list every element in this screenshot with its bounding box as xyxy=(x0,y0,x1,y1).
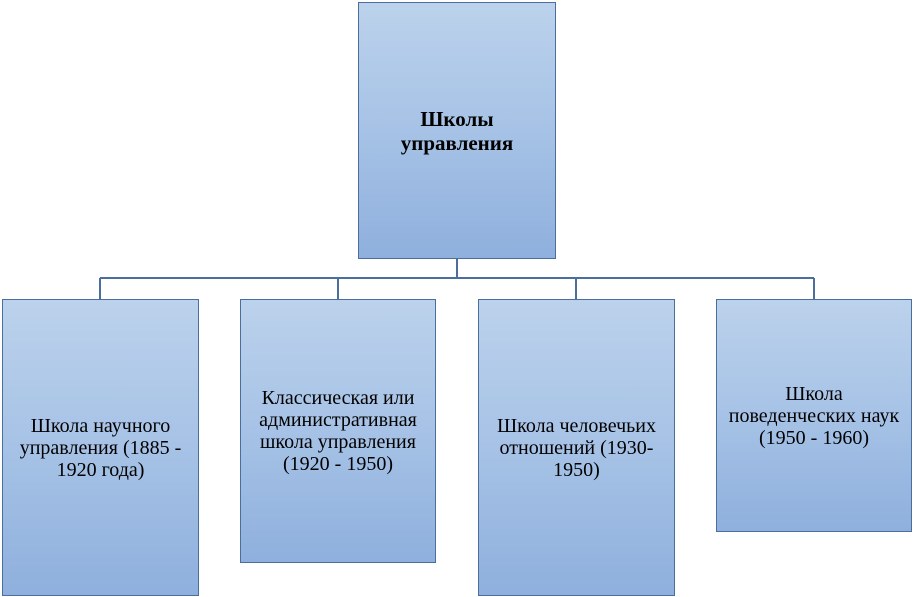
child-node-classical-school: Классическая или административная школа … xyxy=(240,299,436,563)
root-node-label: Школы управления xyxy=(400,106,514,155)
child-node-scientific-management: Школа научного управления (1885 - 1920 г… xyxy=(2,299,199,596)
child-node-label: Школа поведенческих наук (1950 - 1960) xyxy=(728,382,900,449)
child-node-behavioral-sciences: Школа поведенческих наук (1950 - 1960) xyxy=(716,299,912,532)
child-node-human-relations: Школа человечьих отношений (1930-1950) xyxy=(478,299,675,596)
child-node-label: Классическая или административная школа … xyxy=(259,387,417,475)
root-node: Школы управления xyxy=(358,2,556,259)
child-node-label: Школа человечьих отношений (1930-1950) xyxy=(497,414,656,481)
child-node-label: Школа научного управления (1885 - 1920 г… xyxy=(19,414,182,481)
